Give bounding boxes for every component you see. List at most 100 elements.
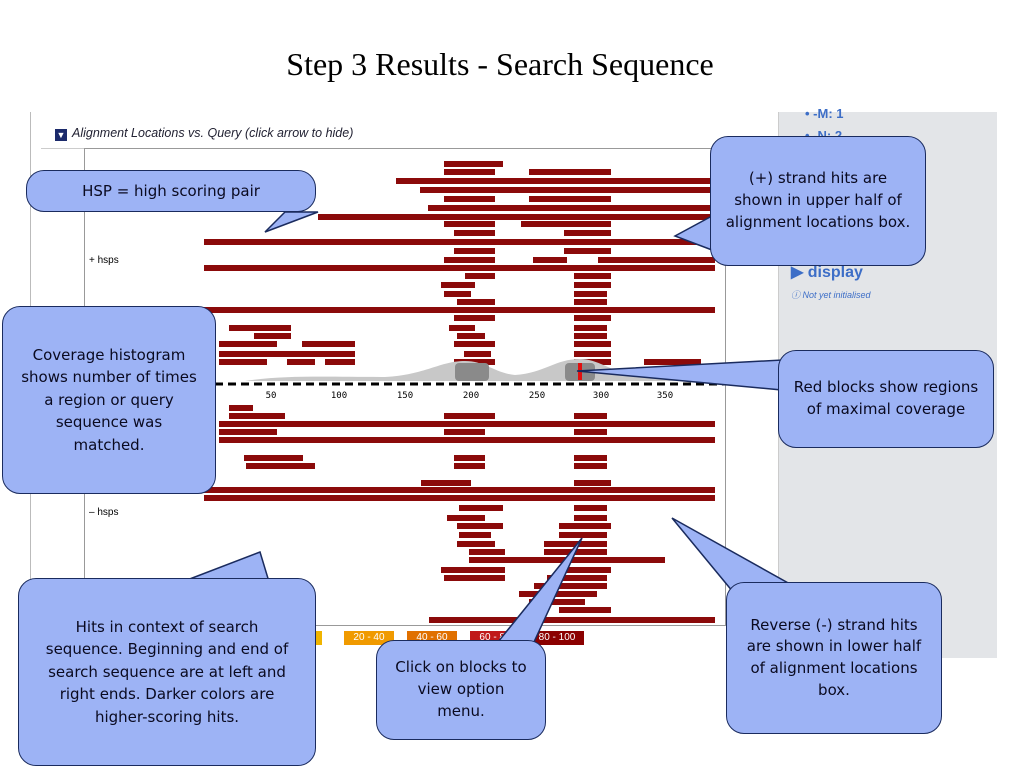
hit-bar[interactable] [244,455,303,461]
hit-bar[interactable] [428,205,715,211]
hit-bar[interactable] [444,221,495,227]
max-coverage-block[interactable] [578,363,582,380]
hit-bar[interactable] [229,325,291,331]
hit-bar[interactable] [302,341,355,347]
hit-bar[interactable] [429,617,715,623]
hit-bar[interactable] [204,487,715,493]
hit-bar[interactable] [219,429,277,435]
hit-bar[interactable] [574,341,611,347]
hit-bar[interactable] [464,421,491,427]
hit-bar[interactable] [459,532,491,538]
hit-bar[interactable] [574,291,607,297]
click-callout: Click on blocks to view option menu. [376,640,546,740]
hit-bar[interactable] [559,523,611,529]
hit-bar[interactable] [529,196,611,202]
display-link[interactable]: ▶ display [791,264,863,281]
hit-bar[interactable] [457,299,495,305]
hit-bar[interactable] [246,463,315,469]
minus-hsps-label: – hsps [89,507,119,518]
hit-bar[interactable] [449,325,475,331]
hit-bar[interactable] [544,549,607,555]
hit-bar[interactable] [574,455,607,461]
hit-bar[interactable] [444,413,495,419]
hit-bar[interactable] [529,169,611,175]
hit-bar[interactable] [574,505,607,511]
hit-bar[interactable] [574,437,607,443]
hit-bar[interactable] [204,495,715,501]
hit-bar[interactable] [441,282,475,288]
collapse-arrow-icon[interactable]: ▼ [55,129,67,141]
hit-bar[interactable] [644,359,701,365]
hit-bar[interactable] [219,341,277,347]
hit-bar[interactable] [564,248,611,254]
hit-bar[interactable] [534,583,607,589]
hit-bar[interactable] [204,239,715,245]
hit-bar[interactable] [521,221,611,227]
hit-bar[interactable] [544,541,607,547]
hit-bar[interactable] [559,607,611,613]
hit-bar[interactable] [444,169,495,175]
hit-bar[interactable] [574,273,611,279]
hit-bar[interactable] [441,567,505,573]
hit-bar[interactable] [574,282,611,288]
hit-bar[interactable] [444,575,505,581]
hit-bar[interactable] [219,359,267,365]
hit-bar[interactable] [447,515,485,521]
hit-bar[interactable] [574,351,611,357]
hit-bar[interactable] [454,455,485,461]
hit-bar[interactable] [529,599,585,605]
hit-bar[interactable] [574,421,607,427]
hit-bar[interactable] [325,359,355,365]
hit-bar[interactable] [564,557,611,563]
hit-bar[interactable] [454,341,495,347]
axis-tick-label: 300 [593,391,609,401]
hit-bar[interactable] [444,257,495,263]
hit-bar[interactable] [318,214,715,220]
hit-bar[interactable] [574,299,607,305]
hit-bar[interactable] [457,541,495,547]
hit-bar[interactable] [469,549,505,555]
hit-bar[interactable] [533,257,567,263]
hit-bar[interactable] [519,591,597,597]
hit-bar[interactable] [574,429,607,435]
hit-bar[interactable] [574,413,607,419]
hit-bar[interactable] [547,575,607,581]
hit-bar[interactable] [204,265,715,271]
hit-bar[interactable] [564,230,611,236]
hit-bar[interactable] [454,230,495,236]
hit-bar[interactable] [454,315,495,321]
hit-bar[interactable] [574,463,607,469]
hit-bar[interactable] [574,315,611,321]
hit-bar[interactable] [574,480,611,486]
hit-bar[interactable] [421,480,471,486]
hit-bar[interactable] [459,505,503,511]
axis-tick-label: 250 [529,391,545,401]
hit-bar[interactable] [444,429,485,435]
hit-bar[interactable] [444,291,471,297]
hit-bar[interactable] [574,333,607,339]
hit-bar[interactable] [289,351,355,357]
hit-bar[interactable] [396,178,715,184]
hit-bar[interactable] [229,413,285,419]
hit-bar[interactable] [454,463,485,469]
hit-bar[interactable] [457,523,503,529]
hit-bar[interactable] [449,437,485,443]
hit-bar[interactable] [564,567,611,573]
hit-bar[interactable] [204,307,715,313]
hit-bar[interactable] [444,196,495,202]
plus-strand-callout: (+) strand hits are shown in upper half … [710,136,926,266]
hit-bar[interactable] [454,248,495,254]
hit-bar[interactable] [254,333,291,339]
hit-bar[interactable] [559,532,607,538]
hit-bar[interactable] [464,351,491,357]
hit-bar[interactable] [420,187,715,193]
hit-bar[interactable] [574,325,607,331]
hit-bar[interactable] [287,359,315,365]
hit-bar[interactable] [444,161,503,167]
hit-bar[interactable] [219,351,303,357]
hit-bar[interactable] [598,257,715,263]
hit-bar[interactable] [229,405,253,411]
hit-bar[interactable] [574,515,607,521]
hit-bar[interactable] [465,273,495,279]
hit-bar[interactable] [457,333,485,339]
